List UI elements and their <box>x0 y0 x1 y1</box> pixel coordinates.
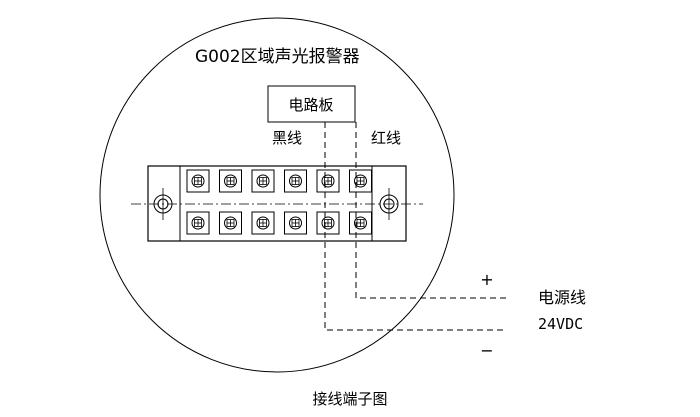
enclosure-circle <box>99 17 455 373</box>
black-wire <box>324 122 507 331</box>
plus-sign: + <box>480 270 493 289</box>
minus-sign: − <box>480 341 493 360</box>
terminal-screw-upper-1 <box>186 169 210 193</box>
dashed-wires <box>324 122 507 331</box>
terminal-screw-lower-6 <box>349 211 372 235</box>
terminal-screw-upper-5 <box>316 169 340 193</box>
wire-right-label: 红线 <box>371 129 401 147</box>
terminal-screw-lower-3 <box>251 211 275 235</box>
terminal-screw-upper-4 <box>284 169 307 193</box>
terminal-screw-lower-1 <box>186 211 210 235</box>
terminal-screw-lower-2 <box>219 211 242 235</box>
power-voltage-label: 24VDC <box>538 315 583 333</box>
terminal-body <box>147 165 407 242</box>
wire-left-label: 黑线 <box>272 129 302 147</box>
terminal-screw-upper-3 <box>251 169 275 193</box>
enclosure-title: G002区域声光报警器 <box>195 47 360 67</box>
mounting-hole-left <box>153 188 173 220</box>
terminal-screw-lower-5 <box>316 211 340 235</box>
circuit-board-label: 电路板 <box>288 96 333 114</box>
mounting-hole-right <box>379 188 399 220</box>
power-line-label: 电源线 <box>538 288 586 307</box>
terminal-screws <box>186 169 372 235</box>
terminal-screw-upper-6 <box>349 169 372 193</box>
terminal-screw-lower-4 <box>284 211 307 235</box>
circuit-board-box <box>267 85 356 123</box>
red-wire <box>355 122 507 299</box>
terminal-screw-upper-2 <box>219 169 242 193</box>
terminal-block <box>131 165 423 242</box>
diagram-caption: 接线端子图 <box>312 390 387 408</box>
